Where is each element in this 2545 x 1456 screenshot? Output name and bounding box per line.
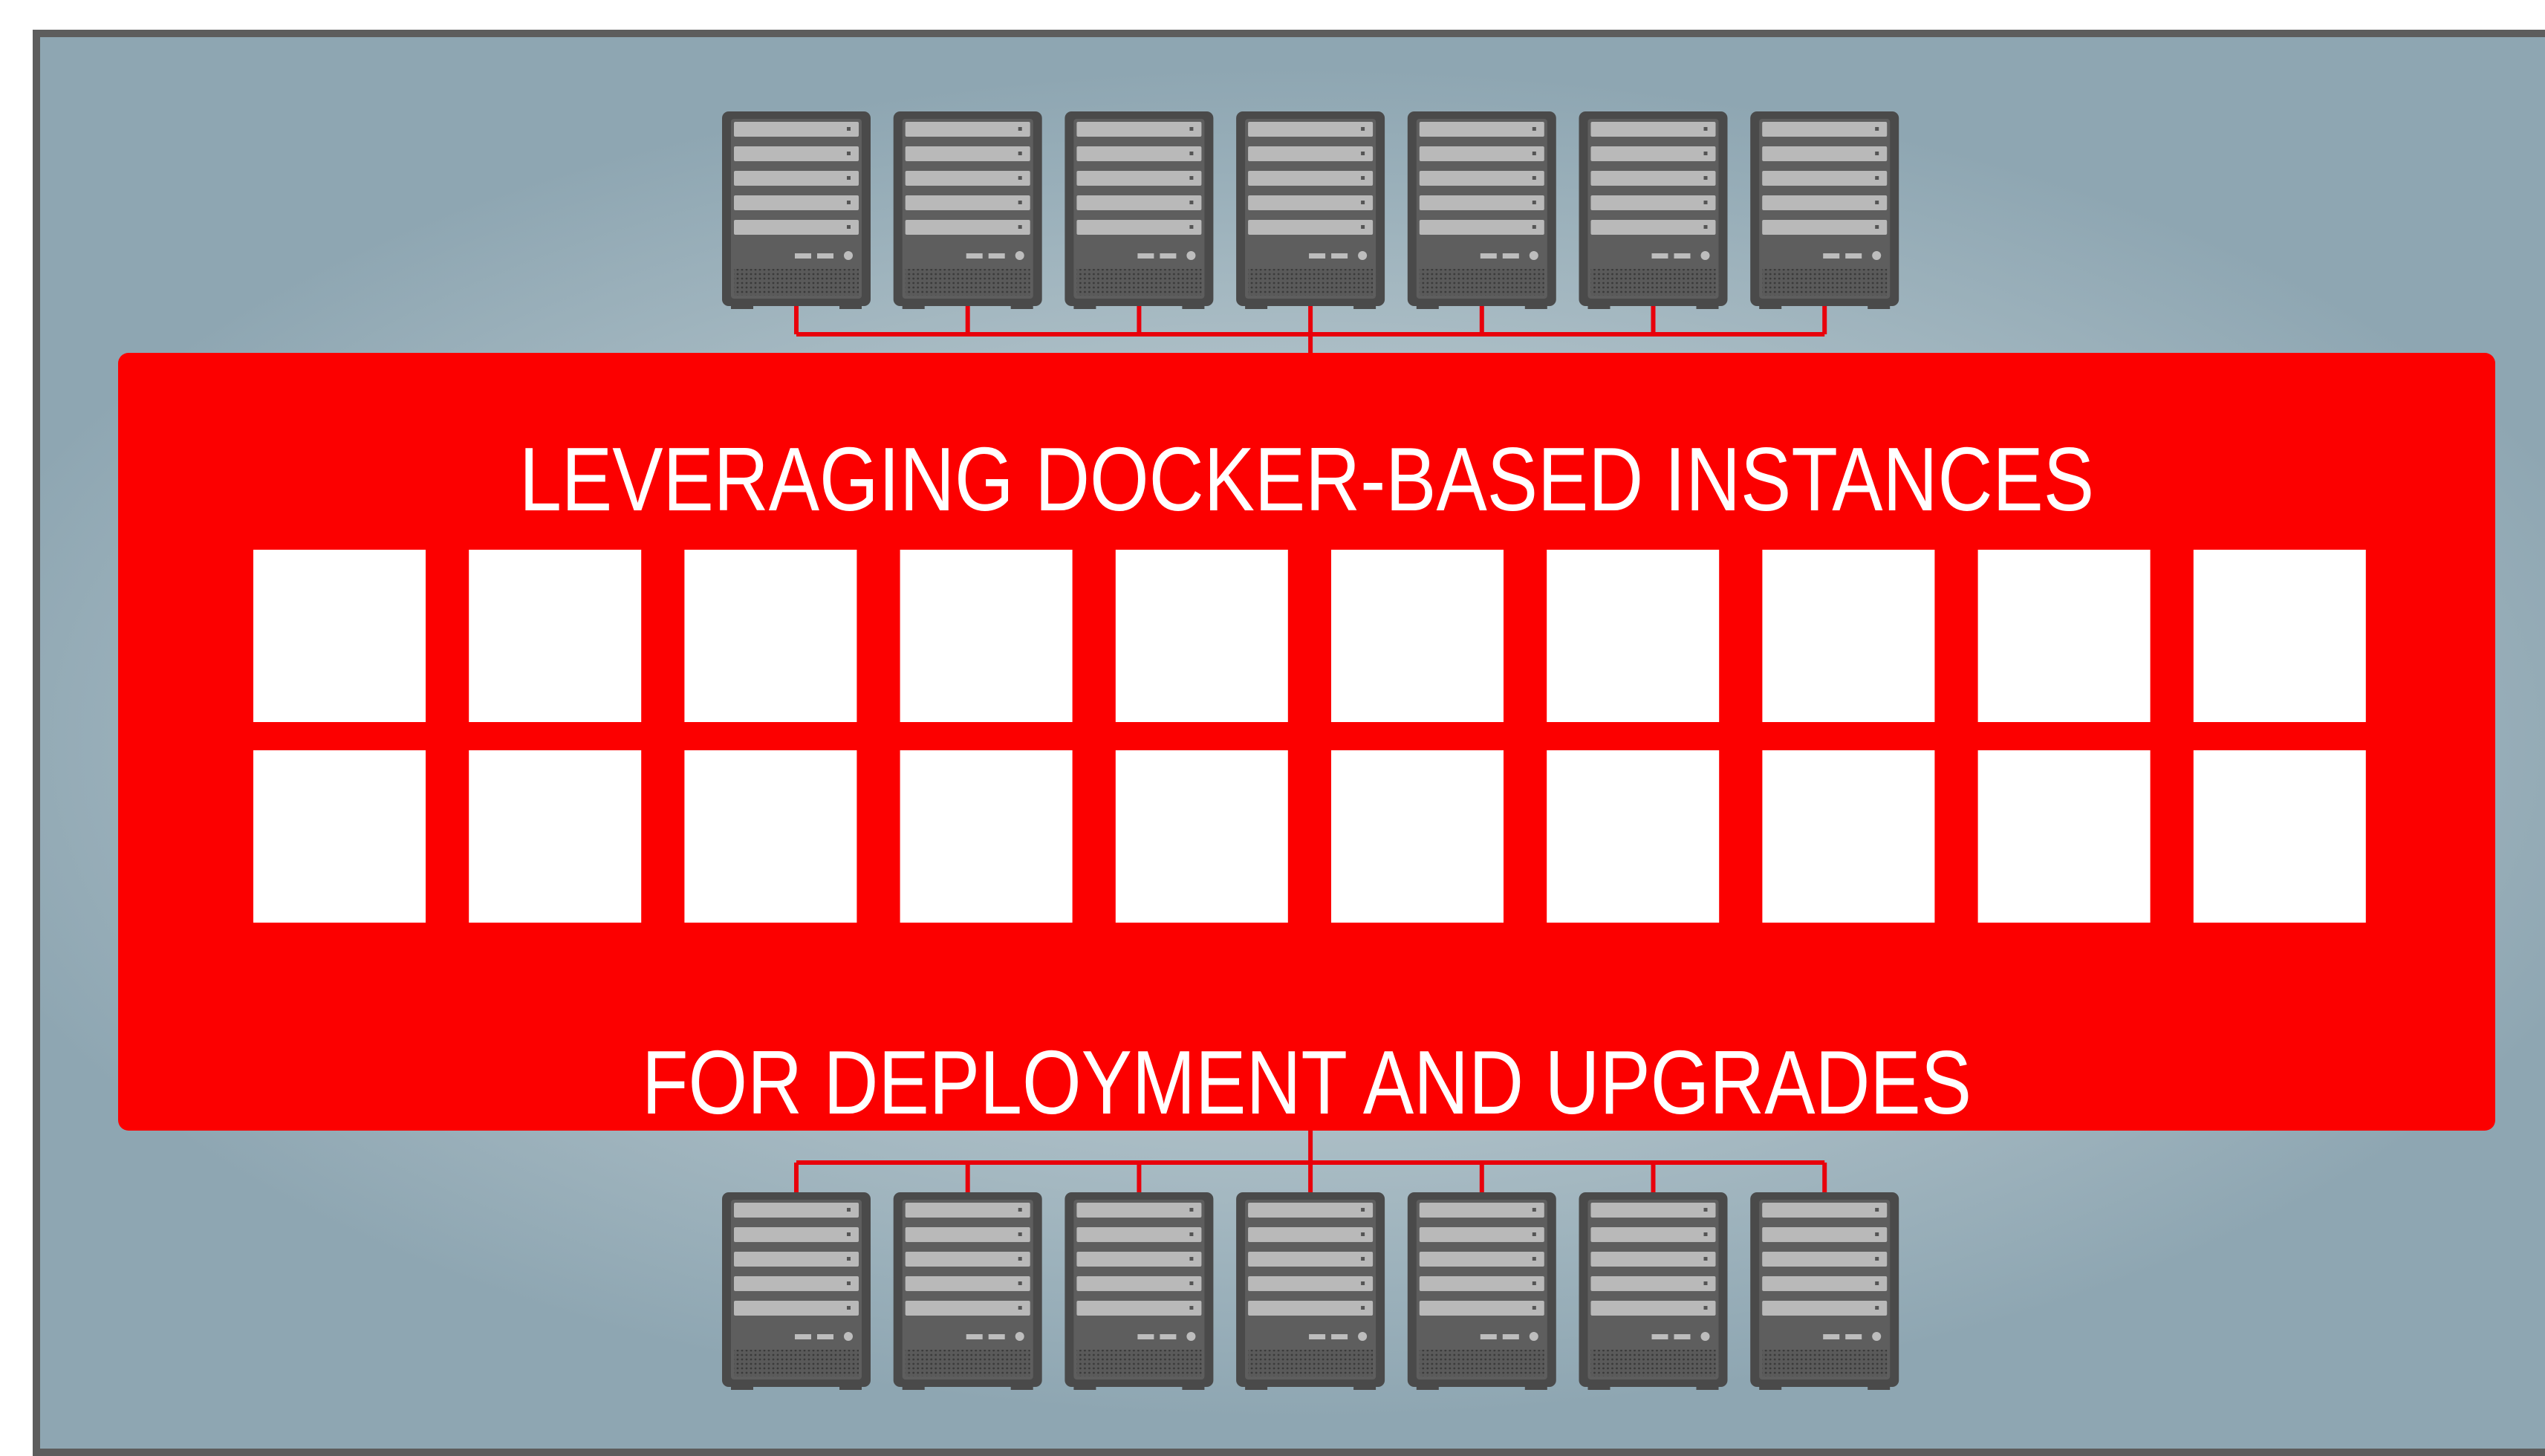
container-instance-icon (469, 750, 642, 923)
server-tower-icon (1750, 1192, 1899, 1390)
server-row-top (722, 111, 1899, 309)
banner-background (118, 353, 2495, 1131)
container-instance-icon (1977, 550, 2151, 722)
container-instance-icon (684, 550, 857, 722)
container-instance-icon (1977, 750, 2151, 923)
server-tower-icon (1579, 1192, 1728, 1390)
banner-subtitle: FOR DEPLOYMENT AND UPGRADES (642, 1032, 1972, 1133)
server-tower-icon (722, 111, 871, 309)
container-instance-icon (253, 550, 426, 722)
server-tower-icon (1065, 111, 1214, 309)
architecture-diagram: LEVERAGING DOCKER-BASED INSTANCES FOR DE… (118, 111, 2495, 1390)
server-tower-icon (1750, 111, 1899, 309)
diagram-frame: LEVERAGING DOCKER-BASED INSTANCES FOR DE… (33, 30, 2545, 1456)
container-instance-icon (1115, 550, 1288, 722)
container-instance-icon (900, 750, 1073, 923)
container-instance-icon (1547, 750, 1720, 923)
container-instance-icon (2193, 750, 2366, 923)
server-tower-icon (1236, 111, 1385, 309)
container-instance-icon (684, 750, 857, 923)
server-tower-icon (1579, 111, 1728, 309)
banner-title: LEVERAGING DOCKER-BASED INSTANCES (519, 429, 2094, 530)
container-instance-icon (1331, 550, 1504, 722)
container-instance-icon (1331, 750, 1504, 923)
container-instance-icon (1547, 550, 1720, 722)
server-tower-icon (1407, 111, 1556, 309)
server-row-bottom (722, 1192, 1899, 1390)
container-instance-icon (900, 550, 1073, 722)
connector-lines (794, 305, 1827, 1196)
container-instance-icon (1762, 550, 1935, 722)
instance-grid (253, 550, 2366, 923)
server-tower-icon (1407, 1192, 1556, 1390)
server-tower-icon (893, 111, 1042, 309)
container-instance-icon (253, 750, 426, 923)
server-tower-icon (1236, 1192, 1385, 1390)
server-tower-icon (893, 1192, 1042, 1390)
server-tower-icon (1065, 1192, 1214, 1390)
container-instance-icon (469, 550, 642, 722)
server-tower-icon (722, 1192, 871, 1390)
container-instance-icon (1115, 750, 1288, 923)
container-instance-icon (2193, 550, 2366, 722)
container-instance-icon (1762, 750, 1935, 923)
instances-banner: LEVERAGING DOCKER-BASED INSTANCES FOR DE… (118, 353, 2495, 1133)
